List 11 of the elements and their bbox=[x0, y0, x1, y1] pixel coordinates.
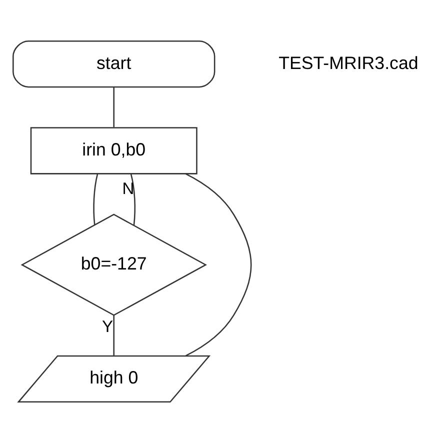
connector bbox=[113, 86, 114, 127]
connector bbox=[130, 173, 136, 225]
node-box: start bbox=[12, 40, 216, 88]
connector bbox=[93, 173, 98, 224]
connector bbox=[113, 314, 114, 355]
edge-label: N bbox=[122, 178, 134, 198]
label: TEST-MRIR3.cad bbox=[278, 52, 418, 72]
node-diamond: b0=-127 bbox=[20, 213, 207, 316]
node-box: irin 0,b0 bbox=[30, 126, 198, 174]
connector bbox=[186, 172, 252, 356]
edge-label: Y bbox=[102, 316, 114, 336]
